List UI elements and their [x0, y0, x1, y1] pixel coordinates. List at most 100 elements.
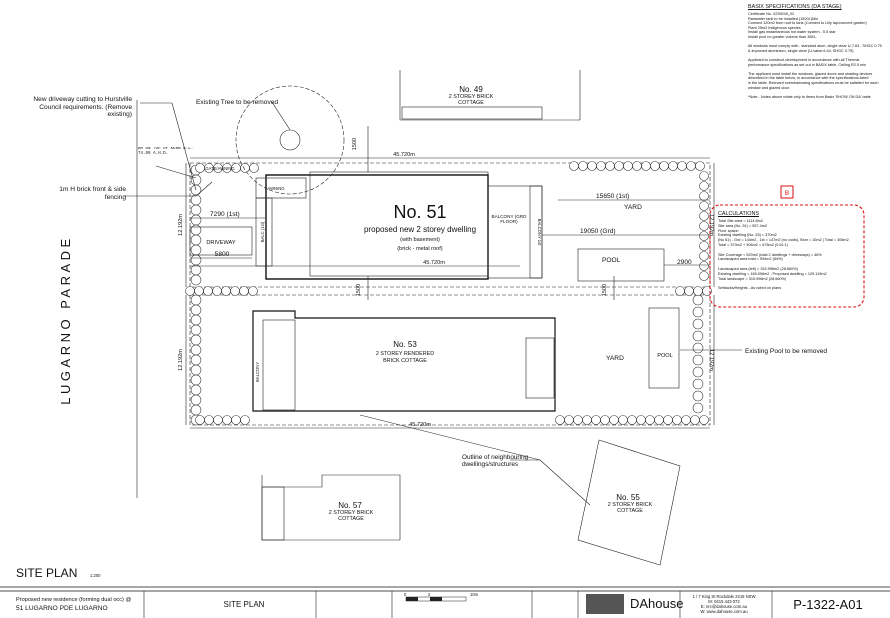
no57-subtitle: 2 STOREY BRICK COTTAGE — [328, 510, 374, 523]
tree-icon — [185, 286, 195, 296]
calc-line: Total landscape = 315.996m2 (28.660%) — [718, 276, 787, 281]
tree-icon — [203, 286, 213, 296]
existing-tree-trunk — [279, 129, 301, 151]
tree-icon — [190, 204, 202, 216]
balc-1st-label: BALC (1st) — [260, 221, 265, 242]
address-line4: W: www.dahouse.com.au — [700, 609, 748, 614]
note-bm-wrap: BM ON TOP OF KERB R.L. 74.99 A.H.D. — [138, 147, 194, 156]
tree-icon — [659, 161, 669, 171]
tree-icon — [699, 171, 709, 181]
tree-icon — [681, 415, 691, 425]
tree-icon — [190, 344, 202, 356]
tree-icon — [702, 286, 712, 296]
tree-icon — [578, 161, 588, 171]
dim-12192-right-top: 12.192m — [708, 214, 714, 236]
tree-icon — [190, 404, 202, 416]
tree-icon — [618, 415, 628, 425]
dim-12192-left-top: 12.192m — [178, 214, 184, 236]
tree-icon — [555, 415, 565, 425]
tree-icon — [190, 224, 202, 236]
dwelling-no51 — [255, 171, 665, 282]
driveway — [189, 226, 253, 256]
basix-line: The applicant must install the windows, … — [748, 71, 873, 76]
company-name: DAhouse — [630, 596, 683, 611]
tree-icon — [636, 415, 646, 425]
tree-icon — [222, 415, 232, 425]
calc-line: (No 51) - Grd = 144m2 , 1st = 147m2 (no … — [718, 238, 849, 243]
note-fence: 1m H brick front & side fencing — [59, 186, 126, 201]
note-new-driveway: New driveway cutting to Hurstville Counc… — [33, 96, 132, 119]
scale-bar-0: 0 — [404, 592, 407, 597]
site-plan-heading: SITE PLAN — [16, 566, 77, 580]
note-outline: Outline of neighbouring dwellings/struct… — [462, 454, 529, 469]
tree-icon — [693, 286, 703, 296]
tree-icon — [699, 211, 709, 221]
tree-icon — [692, 378, 704, 390]
tree-icon — [564, 415, 574, 425]
dim-1500a: 1500 — [352, 138, 358, 150]
gate-awning-label: GATE/AWNING — [205, 166, 234, 171]
tree-icon — [569, 161, 579, 171]
driveway-label: DRIVEWAY — [206, 240, 235, 246]
note-outline-wrap: Outline of neighbouring dwellings/struct… — [462, 454, 529, 469]
yard-label-51: YARD — [624, 204, 642, 211]
tree-icon — [240, 163, 250, 173]
address-line1: 1 / 7 King St Rockdale 2216 NSW — [693, 594, 756, 599]
no57-sub-wrap: 2 STOREY BRICK COTTAGE — [328, 510, 374, 523]
calculations-cloud — [709, 204, 865, 308]
tree-icon — [645, 415, 655, 425]
basix-line: window and glazed door. — [748, 85, 790, 90]
no51-materials: (brick - metal roof) — [397, 246, 443, 252]
note-bm: BM ON TOP OF KERB R.L. 74.99 A.H.D. — [138, 147, 194, 156]
dim-45720-bot: 45.720m — [409, 422, 431, 428]
pool-label-53: POOL — [657, 353, 673, 359]
tree-icon — [654, 415, 664, 425]
dim-5800: 5800 — [215, 251, 230, 258]
note-new-driveway-wrap: New driveway cutting to Hurstville Counc… — [33, 96, 132, 119]
boundary-trees — [185, 161, 712, 426]
balcony-label-53: BALCONY — [255, 362, 260, 382]
tree-icon — [692, 366, 704, 378]
tree-icon — [692, 294, 704, 306]
no53-subtitle: 2 STOREY RENDERED BRICK COTTAGE — [375, 351, 435, 364]
project-line1: Proposed new residence (forming dual occ… — [16, 597, 131, 603]
tree-icon — [190, 194, 202, 206]
tree-icon — [686, 161, 696, 171]
calc-line: Site Coverage = 520m2 (total 2 dwellings… — [718, 252, 822, 257]
dim-19050: 19050 (Grd) — [580, 228, 616, 235]
basix-spec-block: BASIX SPECIFICATIONS (DA STAGE) Certific… — [748, 4, 886, 99]
basix-line: Applicant to construct development in ac… — [748, 57, 860, 62]
basix-line: *Note - Notes above relate only to items… — [748, 94, 871, 99]
basix-line: described in the table below, in accorda… — [748, 76, 869, 81]
note-fence-wrap: 1m H brick front & side fencing — [59, 186, 126, 201]
no57-title: No. 57 — [338, 501, 362, 510]
dim-1500b: 1500 — [356, 284, 362, 296]
no55-sub-wrap: 2 STOREY BRICK COTTAGE — [608, 502, 652, 514]
leader-lines — [124, 101, 742, 506]
scale-bar-10: 10m — [470, 592, 479, 597]
dimension-lines — [185, 126, 715, 429]
tree-icon — [641, 161, 651, 171]
no51-subtitle: proposed new 2 storey dwelling — [364, 225, 476, 234]
tree-icon — [699, 241, 709, 251]
basix-line: Rainwater tank to be installed (1500L)Mi… — [748, 16, 819, 21]
basix-line: Install pool no greater volume than 35KL… — [748, 34, 818, 39]
tree-icon — [692, 306, 704, 318]
tree-icon — [692, 330, 704, 342]
tree-icon — [692, 390, 704, 402]
tree-icon — [190, 274, 202, 286]
tree-icon — [591, 415, 601, 425]
tree-icon — [249, 163, 259, 173]
no51-title: No. 51 — [393, 202, 446, 222]
revision-marker-box — [780, 185, 794, 199]
tree-icon — [692, 318, 704, 330]
dim-12192-right-bot: 12.192m — [708, 349, 714, 371]
calc-line: Existing dwelling = 165.996m2 , Proposed… — [718, 271, 827, 276]
dwelling-no55 — [577, 439, 681, 566]
tree-icon — [190, 264, 202, 276]
tree-icon — [582, 415, 592, 425]
tree-icon — [190, 334, 202, 346]
